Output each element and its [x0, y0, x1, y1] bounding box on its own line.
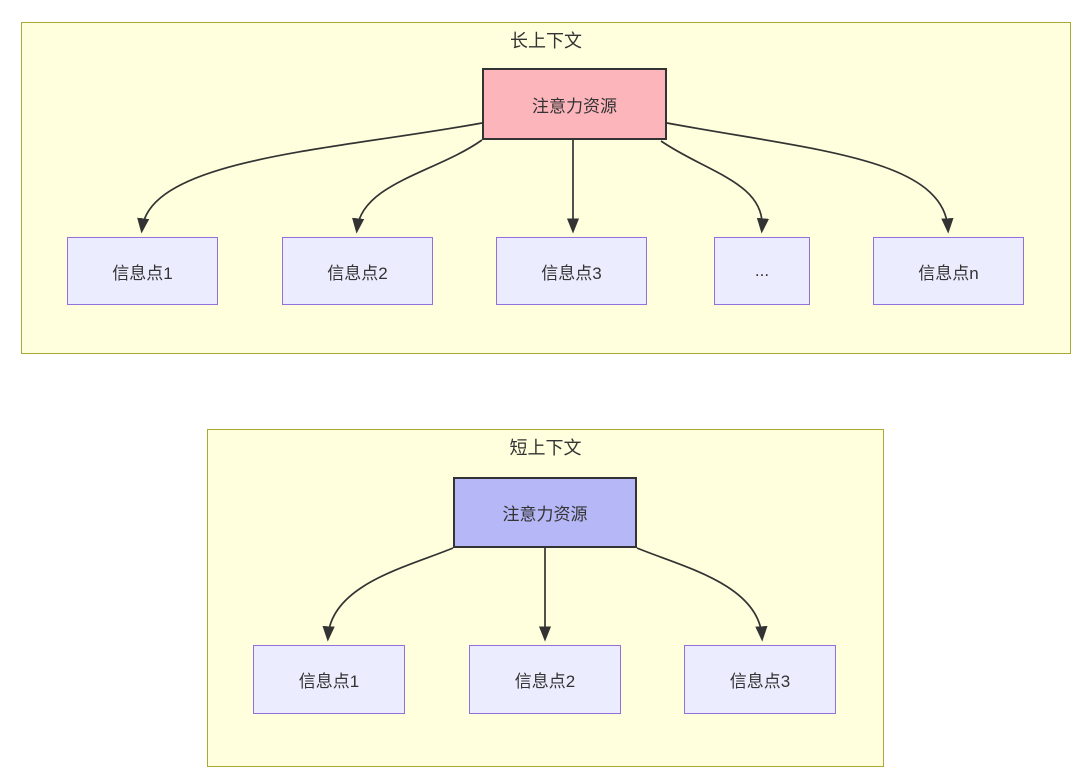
long-context-title: 长上下文 — [510, 31, 582, 51]
edge-long-attention-to-dots — [660, 140, 770, 234]
edge-short-attention-to-info3 — [636, 547, 768, 642]
long-info-node-1: 信息点1 — [67, 237, 218, 305]
long-info-node-n: 信息点n — [873, 237, 1024, 305]
edge-long-attention-to-infon — [666, 122, 954, 234]
short-info-node-2: 信息点2 — [469, 645, 621, 714]
long-attention-resource-node: 注意力资源 — [482, 68, 667, 140]
short-info-node-3: 信息点3 — [684, 645, 836, 714]
long-info-node-ellipsis: ... — [714, 237, 810, 305]
edge-long-attention-to-info2 — [352, 139, 483, 234]
short-attention-resource-node: 注意力资源 — [453, 477, 637, 548]
short-context-title: 短上下文 — [509, 438, 582, 458]
long-info-node-3: 信息点3 — [496, 237, 647, 305]
short-info-node-1: 信息点1 — [253, 645, 405, 714]
edge-short-attention-to-info1 — [322, 547, 454, 642]
long-info-node-2: 信息点2 — [282, 237, 433, 305]
edge-long-attention-to-info1 — [137, 122, 483, 234]
